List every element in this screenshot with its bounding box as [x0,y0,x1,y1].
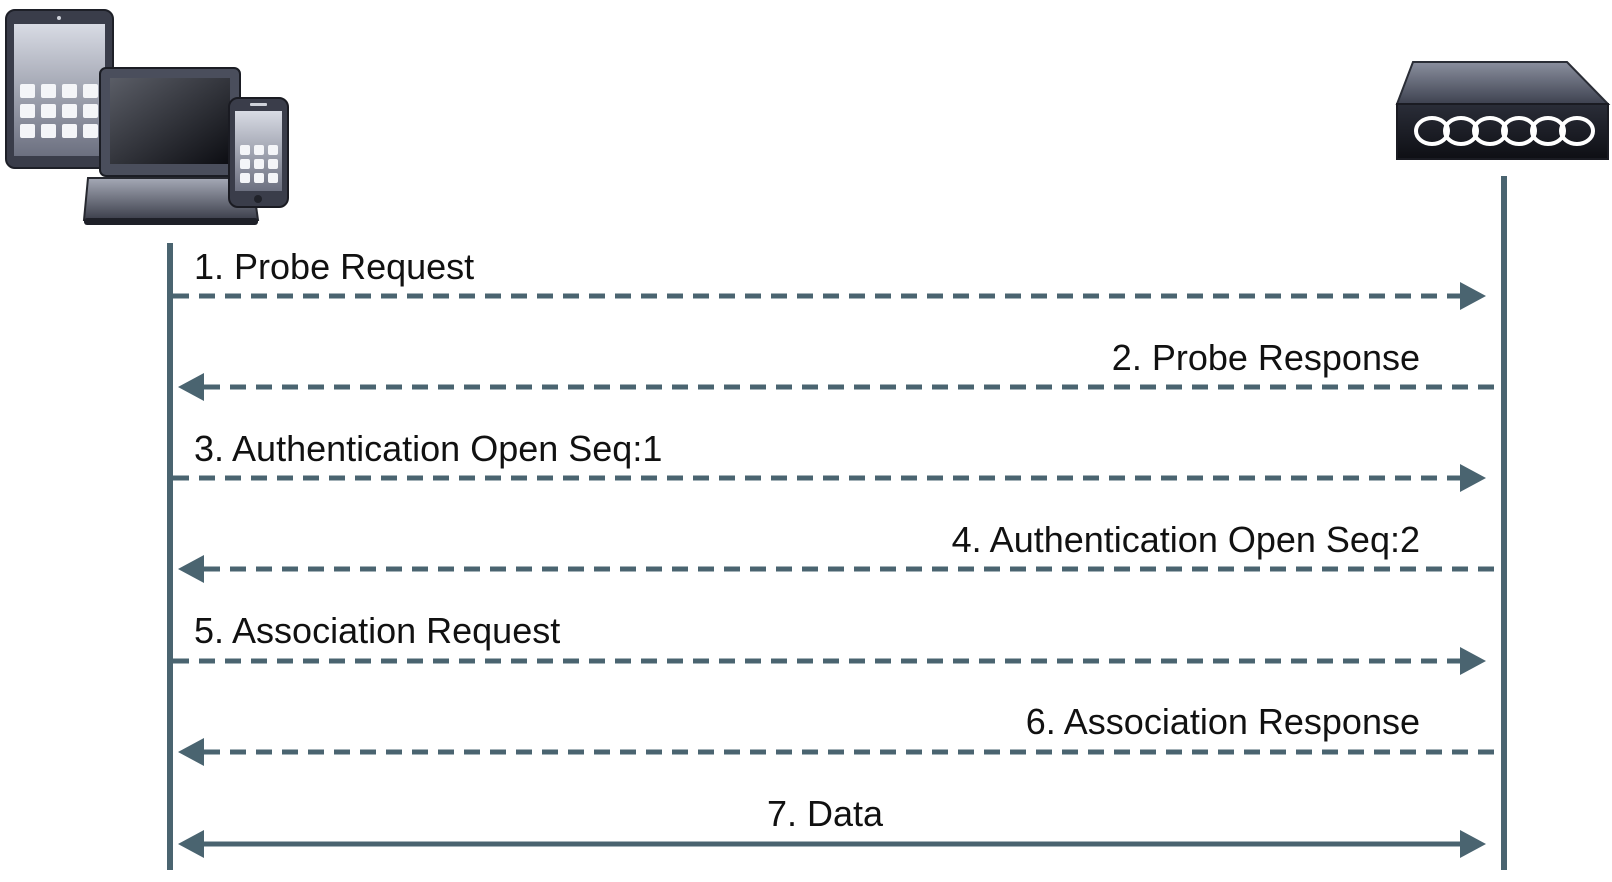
message-label-5: 5. Association Request [194,610,561,651]
message-arrows [173,282,1501,858]
arrow-data [178,830,1486,858]
arrow-auth-seq2 [178,555,1501,583]
arrow-association-response [178,738,1501,766]
arrow-auth-seq1 [173,464,1486,492]
message-label-4: 4. Authentication Open Seq:2 [951,519,1420,560]
message-label-2: 2. Probe Response [1111,337,1420,378]
arrow-probe-request [173,282,1486,310]
client-devices-icon [5,9,289,225]
message-label-6: 6. Association Response [1025,701,1420,742]
arrow-probe-response [178,373,1501,401]
message-label-3: 3. Authentication Open Seq:1 [194,428,663,469]
arrow-association-request [173,647,1486,675]
message-label-1: 1. Probe Request [194,246,475,287]
message-label-7: 7. Data [766,793,884,834]
access-point-icon [1395,61,1611,160]
